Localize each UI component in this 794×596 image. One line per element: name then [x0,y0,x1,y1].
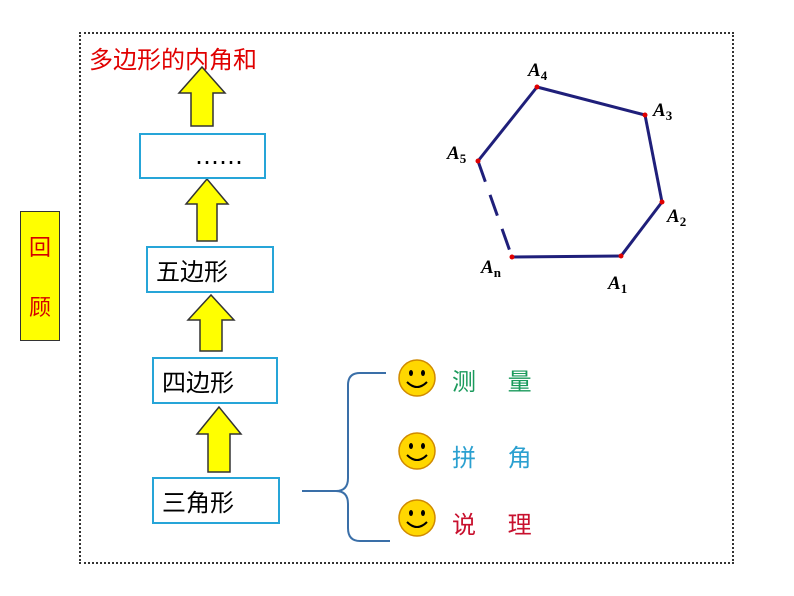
vertex-label-a4: A4 [527,60,548,83]
smiley-icon [398,432,436,470]
review-label: 回 顾 [20,211,60,341]
polygon-figure [475,84,665,260]
pentagon-box: 五边形 [146,246,274,293]
vertex-point [659,199,665,205]
method-measure: 测 量 [452,362,544,397]
review-char-1: 回 [28,236,51,261]
triangle-box: 三角形 [152,477,280,524]
smiley-icon [398,499,436,537]
arrow-up-icon [186,293,236,352]
review-char-2: 顾 [28,296,51,321]
brace [302,372,390,542]
arrow-up-icon [195,405,243,473]
method-measure-label: 测 量 [452,368,544,396]
smiley-icon [398,359,436,397]
vertex-point [509,254,515,260]
method-reasoning: 说 理 [452,505,544,540]
method-combine-angles-label: 拼 角 [452,444,544,472]
vertex-label-a2: A2 [666,206,686,229]
method-reasoning-label: 说 理 [452,511,544,539]
vertex-point [642,112,648,118]
content-frame [79,32,734,564]
arrow-up-icon [177,65,227,127]
quadrilateral-box: 四边形 [152,357,278,404]
vertex-point [475,158,481,164]
vertex-label-a3: A3 [652,100,673,123]
vertex-point [618,253,624,259]
vertex-label-a1: A1 [607,273,627,296]
arrow-up-icon [184,177,230,242]
ellipsis-box: …… [139,133,266,179]
slide-title: 多边形的内角和 [89,46,257,74]
vertex-point [534,84,540,90]
method-combine-angles: 拼 角 [452,438,544,473]
vertex-label-a5: A5 [446,143,467,166]
vertex-label-an: An [480,257,502,280]
